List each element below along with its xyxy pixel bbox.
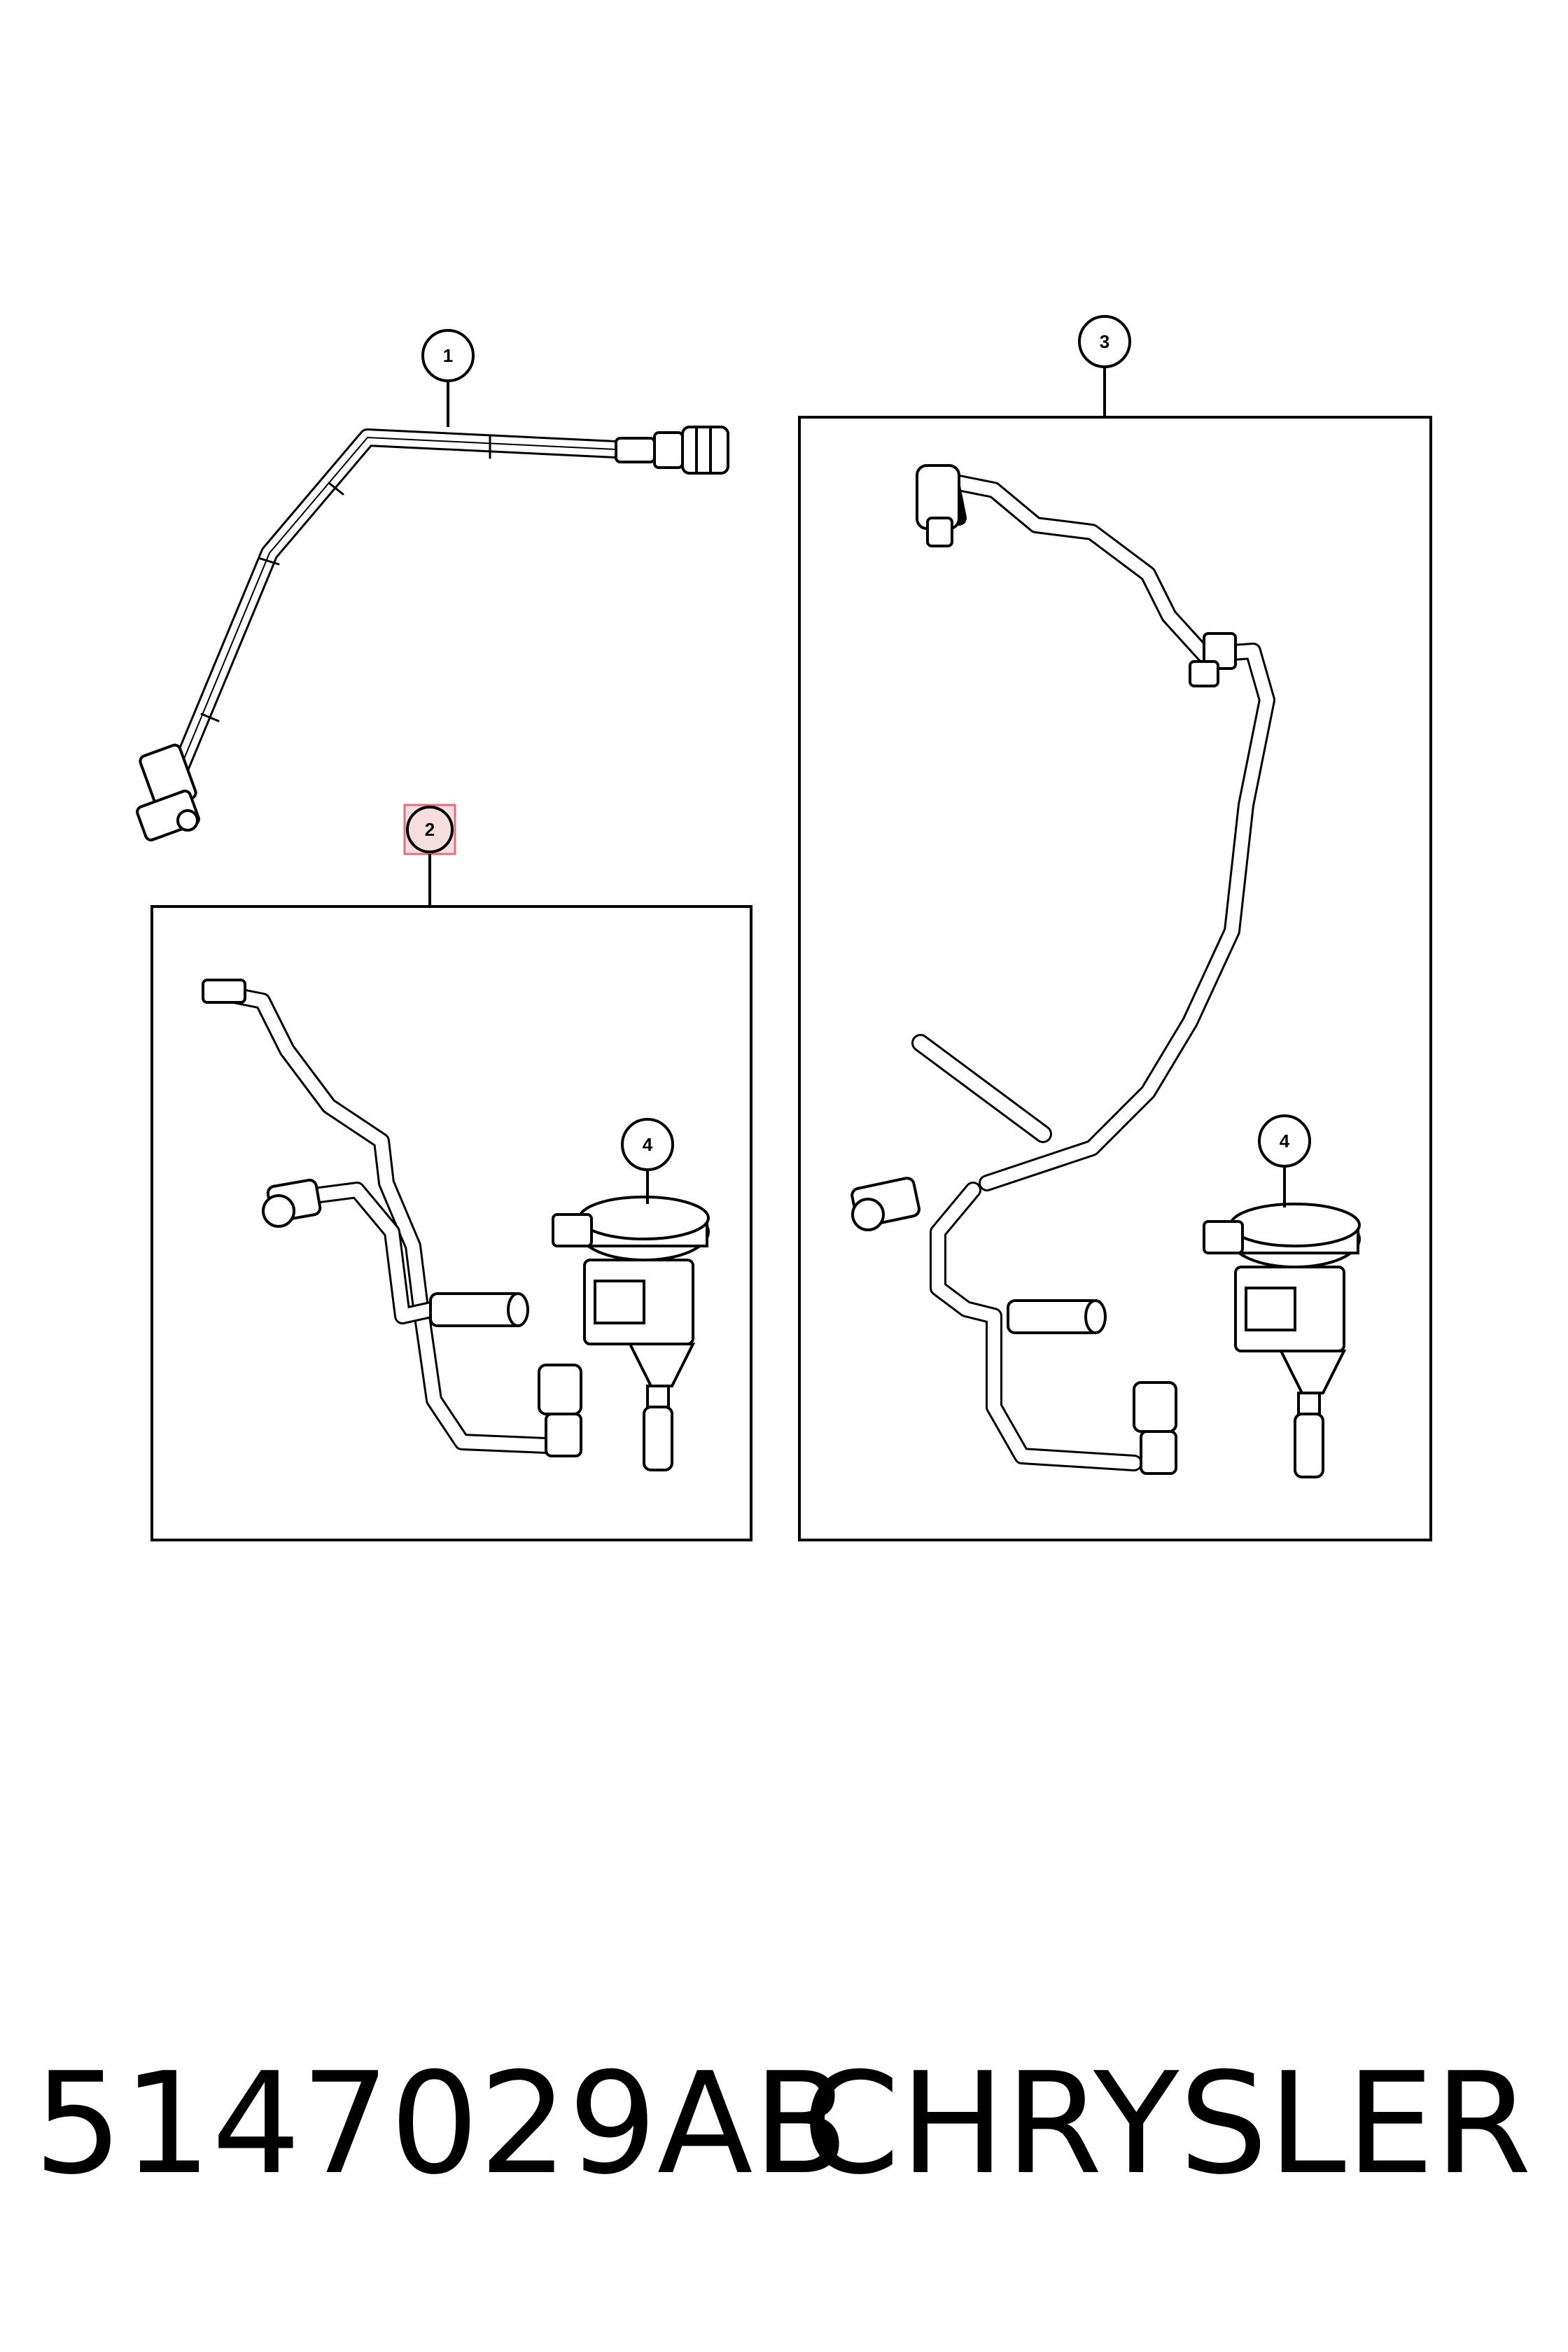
callout-4-right-label: 4 [1280, 1130, 1290, 1152]
callout-4-left-label: 4 [643, 1134, 653, 1155]
callout-3-label: 3 [1100, 331, 1110, 352]
callout-2: 2 [403, 804, 456, 906]
part-2-box [150, 905, 752, 1541]
callout-1: 1 [421, 329, 475, 427]
brand-name: CHRYSLER [802, 2043, 1532, 2206]
purge-valve-right [1203, 1203, 1361, 1478]
hose-part-1 [136, 426, 729, 841]
footer: 5147029AB CHRYSLER [0, 2033, 1568, 2216]
callout-1-label: 1 [443, 345, 453, 366]
callout-4-left: 4 [621, 1118, 674, 1204]
part-number: 5147029AB [34, 2043, 849, 2206]
part-3-box [798, 416, 1432, 1541]
callout-4-right: 4 [1258, 1114, 1311, 1208]
harness-part-3 [850, 464, 1275, 1475]
callout-3: 3 [1078, 315, 1131, 417]
purge-valve-left [552, 1196, 710, 1471]
callout-2-label: 2 [425, 819, 435, 840]
harness-part-2 [202, 979, 582, 1457]
